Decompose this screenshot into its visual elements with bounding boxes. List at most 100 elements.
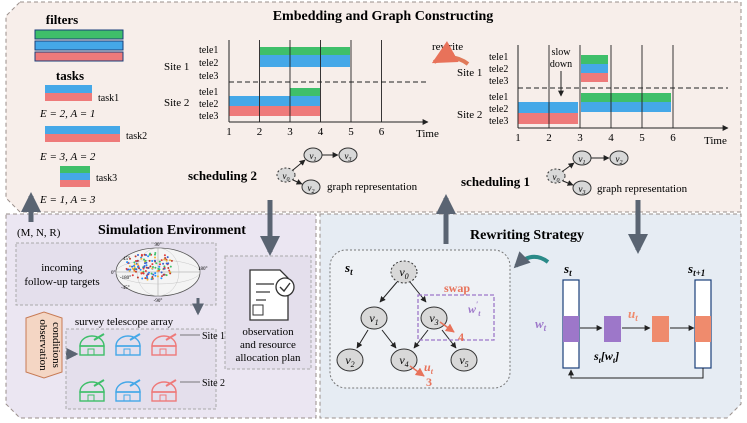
sky-target-dot: [166, 256, 169, 259]
sky-target-dot: [141, 277, 144, 280]
sky-target-dot: [149, 265, 152, 268]
gr-label-v0: v0: [553, 172, 560, 184]
sky-target-dot: [165, 274, 168, 277]
left-tick-label: 5: [348, 126, 354, 138]
sky-target-dot: [140, 272, 143, 275]
sky-target-dot: [159, 263, 161, 266]
plan-line1: observation: [242, 326, 294, 338]
sky-target-dot: [133, 261, 136, 264]
gr-edge-v0-v1: [562, 162, 575, 172]
sky-tick-m45: -45°: [121, 286, 130, 291]
graph-repr-right: graph representation: [597, 183, 688, 195]
telescope-icon: [115, 333, 141, 356]
right-time-label: Time: [704, 135, 727, 147]
rg-label-v1: v1: [369, 311, 378, 327]
gl-node-v2: [301, 179, 321, 195]
plan-line3: allocation plan: [235, 352, 301, 364]
task3-label: task3: [96, 173, 117, 184]
swap-label: swap: [444, 281, 470, 295]
left-site2-label: Site 2: [164, 97, 189, 109]
sky-target-dot: [151, 263, 154, 266]
task2-label: task2: [126, 131, 147, 142]
right-tele1-s1: tele1: [489, 52, 508, 63]
sky-target-dot: [150, 272, 153, 275]
sky-target-dot: [136, 276, 139, 279]
left-s2-blue: [229, 96, 320, 106]
scheduling-2-label: scheduling 2: [188, 168, 257, 183]
sky-target-dot: [168, 271, 171, 274]
sim-title: Simulation Environment: [98, 223, 246, 238]
sky-target-dot: [131, 267, 134, 270]
sky-target-dot: [165, 262, 168, 265]
array-box: [65, 328, 217, 410]
sky-target-dot: [169, 265, 172, 268]
filter-bar-blue: [34, 40, 124, 51]
telescope-icon: [115, 379, 141, 402]
sky-target-dot: [144, 277, 147, 280]
sky-target-dot: [140, 253, 143, 256]
scheduling-1-label: scheduling 1: [461, 174, 530, 189]
pipe-ut-box: [652, 316, 669, 342]
left-site1-label: Site 1: [164, 61, 189, 73]
rewrite-title: Rewriting Strategy: [470, 228, 584, 243]
sky-target-dot: [155, 262, 158, 265]
rewrite-pipeline: st st+1 wt st[wt] ut: [535, 261, 712, 379]
left-s1-green: [260, 47, 350, 55]
rewrite-arrow: [431, 41, 470, 66]
sky-target-dot: [144, 259, 147, 262]
right-site1-label: Site 1: [457, 67, 482, 79]
left-tick-label: 4: [318, 126, 324, 138]
gr-node-v0: [546, 168, 566, 184]
sky-target-dot: [160, 271, 163, 274]
ut-arrow-3: [409, 365, 425, 377]
sky-target-dot: [162, 262, 165, 265]
sky-target-dot: [154, 274, 157, 277]
rewrite-label: rewrite: [432, 41, 463, 53]
sky-target-dot: [142, 272, 144, 274]
sky-target-dot: [156, 275, 159, 278]
sky-target-dot: [148, 259, 151, 262]
sky-target-dot: [133, 267, 136, 270]
sky-target-dot: [144, 262, 146, 265]
task2-bar-blue: [45, 126, 120, 134]
sky-target-dot: [168, 269, 171, 272]
sky-target-dot: [135, 268, 138, 271]
rg-node-v3: [420, 306, 448, 330]
sky-target-dot: [154, 252, 157, 254]
filter-bar-red: [34, 51, 124, 62]
sky-target-dot: [158, 265, 161, 268]
telescope-icon: [79, 333, 105, 356]
task3-bar-green: [60, 166, 90, 173]
rg-node-v1: [360, 306, 388, 330]
sky-target-dot: [151, 276, 154, 278]
left-tick-label: 2: [257, 126, 263, 138]
sky-tick-180: 180°: [198, 267, 208, 272]
sky-target-dot: [145, 264, 148, 267]
right-tick-label: 1: [515, 132, 521, 144]
task1-label: task1: [98, 93, 119, 104]
sky-target-dot: [153, 259, 156, 262]
sky-target-dot: [125, 267, 128, 270]
rg-label-v3: v3: [429, 311, 438, 327]
rg-edge-v3-v5: [441, 329, 457, 349]
sky-target-dot: [170, 259, 173, 262]
graph-repr-left: graph representation: [327, 181, 418, 193]
sky-target-dot: [158, 260, 161, 263]
sky-target-dot: [146, 275, 148, 278]
sky-target-dot: [131, 265, 134, 268]
gr-label-v3: v3: [579, 184, 586, 196]
sky-target-dot: [162, 273, 165, 276]
right-s1-red: [581, 73, 608, 82]
sky-target-dot: [142, 266, 145, 269]
sky-target-dot: [131, 274, 134, 277]
sky-target-dot: [154, 253, 156, 256]
left-tele2-s1: tele2: [199, 58, 218, 69]
sky-target-dot: [152, 266, 154, 268]
sky-target-dot: [135, 260, 137, 262]
right-s1-green: [581, 55, 608, 64]
sky-tick-m180: -180°: [120, 276, 131, 281]
sky-target-dot: [146, 273, 149, 276]
gl-label-v2: v2: [308, 183, 315, 195]
left-tick-label: 6: [379, 126, 385, 138]
